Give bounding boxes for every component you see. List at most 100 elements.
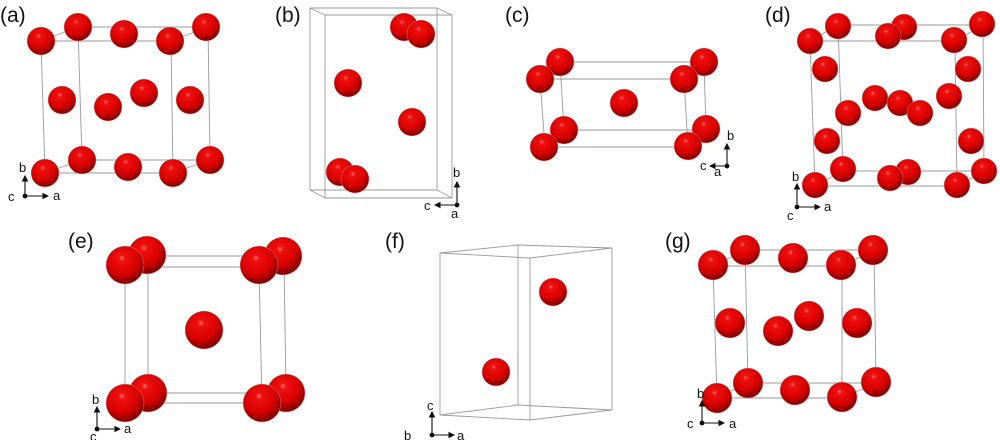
atom bbox=[825, 249, 857, 281]
atom bbox=[105, 383, 145, 423]
atoms-g bbox=[697, 234, 892, 414]
atom bbox=[239, 245, 279, 285]
atom bbox=[105, 245, 145, 285]
atom bbox=[940, 26, 968, 54]
atom bbox=[129, 78, 159, 108]
axis-label: a bbox=[729, 416, 737, 431]
cell-back-face bbox=[439, 244, 613, 259]
atoms-c bbox=[525, 47, 721, 162]
atom bbox=[793, 300, 825, 332]
atoms-b bbox=[325, 12, 436, 194]
axes-indicator-e: b a c bbox=[90, 392, 132, 440]
atom bbox=[860, 366, 892, 398]
atom bbox=[826, 381, 858, 413]
atom bbox=[970, 157, 998, 185]
axes-indicator-f: cab bbox=[404, 398, 465, 440]
atom bbox=[673, 131, 703, 161]
atom bbox=[63, 12, 93, 42]
axis-label: b bbox=[19, 160, 26, 175]
atom bbox=[935, 82, 963, 110]
atom bbox=[549, 115, 579, 145]
atom bbox=[195, 145, 225, 175]
atom bbox=[155, 26, 185, 56]
atom bbox=[525, 64, 555, 94]
atom bbox=[701, 382, 733, 414]
atom bbox=[777, 242, 809, 274]
panel-label-g: (g) bbox=[665, 230, 691, 253]
atom bbox=[876, 164, 904, 192]
unit-cell-f bbox=[439, 244, 613, 421]
axis-label: b bbox=[727, 128, 734, 143]
axes-indicator-a: b a c bbox=[8, 160, 61, 204]
atom bbox=[954, 55, 982, 83]
atom bbox=[813, 127, 841, 155]
atom bbox=[968, 10, 996, 38]
atom bbox=[943, 171, 971, 199]
atom bbox=[689, 47, 719, 77]
atom bbox=[906, 99, 934, 127]
axis-label: b bbox=[697, 386, 704, 401]
axis-origin-dot bbox=[94, 426, 100, 432]
axis-label: c bbox=[90, 429, 97, 440]
axes-indicator-g: b a c bbox=[687, 386, 737, 431]
atom bbox=[779, 374, 811, 406]
atom bbox=[841, 307, 873, 339]
axis-label: a bbox=[124, 421, 132, 436]
atom bbox=[861, 84, 889, 112]
panel-label-d: (d) bbox=[765, 4, 791, 27]
atom bbox=[340, 164, 370, 194]
atom bbox=[47, 85, 77, 115]
atom bbox=[732, 367, 764, 399]
atom bbox=[762, 315, 794, 347]
atom bbox=[242, 383, 282, 423]
atom bbox=[834, 99, 862, 127]
axis-label: a bbox=[824, 199, 832, 214]
axis-label: b bbox=[453, 165, 460, 180]
atom bbox=[109, 19, 139, 49]
atom bbox=[829, 155, 857, 183]
atom bbox=[26, 26, 56, 56]
atoms-f bbox=[481, 277, 568, 387]
axis-label: a bbox=[714, 164, 722, 179]
axis-origin-dot bbox=[454, 202, 460, 208]
atom bbox=[824, 12, 852, 40]
panel-label-b: (b) bbox=[275, 4, 301, 27]
atom bbox=[796, 27, 824, 55]
axis-label: c bbox=[8, 189, 15, 204]
atom bbox=[175, 85, 205, 115]
atom bbox=[609, 88, 639, 118]
cell-edge bbox=[436, 189, 453, 199]
atom bbox=[406, 19, 436, 49]
atom bbox=[113, 152, 143, 182]
axis-label: b bbox=[92, 392, 99, 407]
atom bbox=[714, 307, 746, 339]
axis-origin-dot bbox=[794, 204, 800, 210]
atom bbox=[481, 357, 511, 387]
cell-edge bbox=[309, 189, 326, 199]
axis-label: c bbox=[787, 208, 794, 223]
axis-label: b bbox=[792, 169, 799, 184]
atom bbox=[801, 171, 829, 199]
axis-label: c bbox=[700, 158, 707, 173]
atom bbox=[538, 277, 568, 307]
atom bbox=[857, 234, 889, 266]
atom bbox=[191, 12, 221, 42]
atom bbox=[333, 68, 363, 98]
axes-indicator-b: bca bbox=[424, 165, 461, 221]
axis-label: c bbox=[424, 198, 431, 213]
atoms-e bbox=[105, 235, 306, 423]
atom bbox=[158, 158, 188, 188]
cell-edge bbox=[309, 7, 326, 16]
axis-origin-dot bbox=[22, 193, 28, 199]
atom bbox=[30, 158, 60, 188]
axis-label: a bbox=[53, 188, 61, 203]
atom bbox=[874, 22, 902, 50]
atom bbox=[67, 145, 97, 175]
atom bbox=[529, 132, 559, 162]
axis-label: c bbox=[687, 416, 694, 431]
panel-label-f: (f) bbox=[385, 230, 405, 253]
panel-label-a: (a) bbox=[0, 4, 26, 27]
axis-label: a bbox=[457, 428, 465, 440]
